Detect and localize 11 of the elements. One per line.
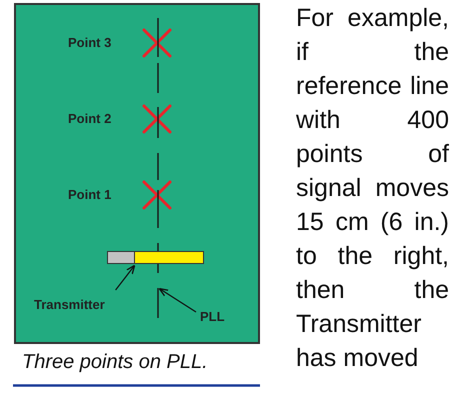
dashed-reference-line — [157, 18, 159, 318]
leader-line — [115, 264, 136, 290]
transmitter-bar — [107, 251, 204, 264]
callout-label: PLL — [200, 309, 225, 324]
callout-label: Transmitter — [34, 297, 105, 312]
point-label: Point 3 — [68, 35, 112, 50]
point-label: Point 2 — [68, 111, 112, 126]
figure-caption: Three points on PLL. — [22, 351, 208, 374]
point-label: Point 1 — [68, 187, 112, 202]
leader-line — [158, 288, 196, 312]
body-paragraph: For example, if the reference line with 400 points of signal moves 15 cm (6 in.) to the right, then the Transmitter has moved — [296, 3, 449, 374]
